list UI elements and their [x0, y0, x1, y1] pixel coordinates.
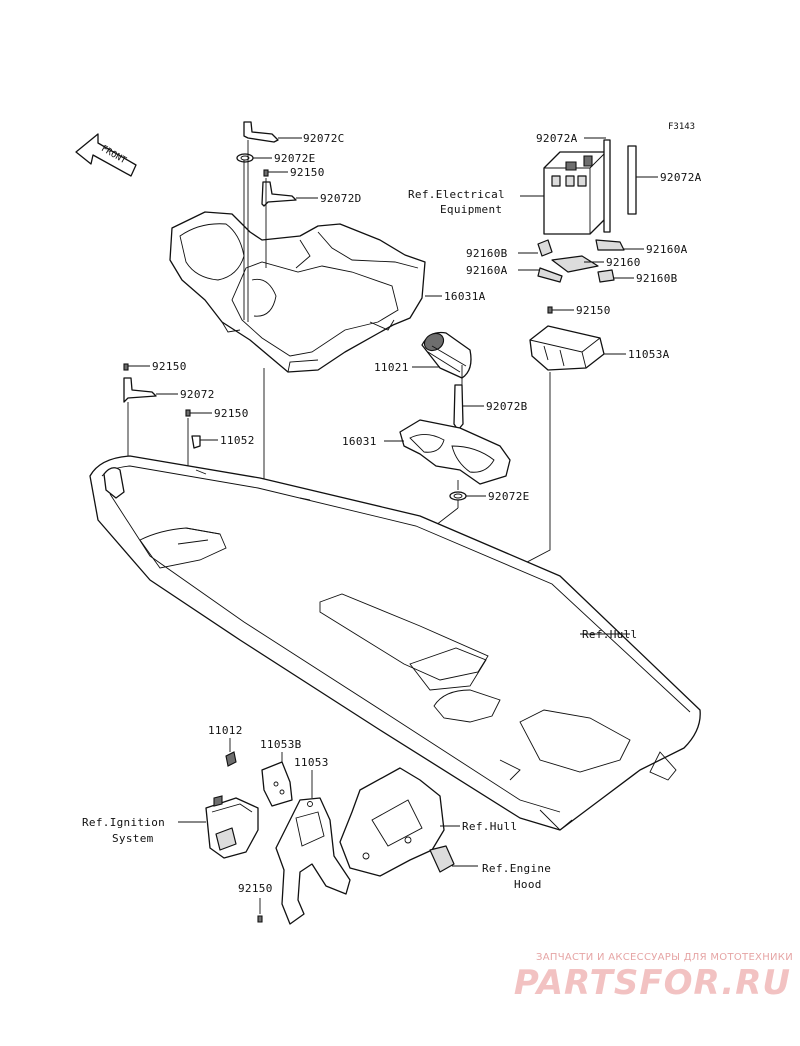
label-92072b: 92072B: [486, 400, 528, 413]
label-92072e-top: 92072E: [274, 152, 316, 165]
battery-strap-92072a-right: [627, 145, 658, 215]
bracket-92072d: [261, 181, 318, 207]
label-92150-a: 92150: [290, 166, 325, 179]
label-ref-electrical-line1: Ref.Electrical: [408, 188, 505, 201]
label-ref-ignition-line1: Ref.Ignition: [82, 816, 165, 829]
label-ref-electrical-line2: Equipment: [440, 203, 502, 216]
label-11053b: 11053B: [260, 738, 302, 751]
label-11012: 11012: [208, 724, 243, 737]
watermark-brand-logo: PARTSFOR.RU: [513, 963, 791, 1003]
figure-code: F3143: [668, 122, 695, 132]
label-92072d: 92072D: [320, 192, 362, 205]
label-11053: 11053: [294, 756, 329, 769]
bracket-11053: [275, 770, 351, 925]
bolt-11012: [225, 738, 237, 767]
bolt-92150-c: [185, 409, 212, 417]
label-92160a-right: 92160A: [646, 243, 688, 256]
label-ref-engine-line1: Ref.Engine: [482, 862, 551, 875]
washer-92072e-top: [236, 153, 272, 163]
label-92072a-right: 92072A: [660, 171, 702, 184]
strap-92072c: [243, 121, 302, 143]
label-ref-ignition-line2: System: [112, 832, 154, 845]
label-92160a-left: 92160A: [466, 264, 508, 277]
front-arrow-icon: FRONT: [75, 133, 137, 177]
hull-nose-detail: [103, 467, 125, 499]
label-92150-c: 92150: [214, 407, 249, 420]
bolt-92150-d: [547, 306, 574, 314]
pad-92160b-left: [518, 239, 553, 257]
label-92072c: 92072C: [303, 132, 345, 145]
battery-strap-92072a-left: [584, 137, 611, 233]
washer-92072e-bottom: [449, 491, 486, 501]
pad-92160a-left: [518, 267, 563, 283]
label-ref-hull-main: Ref.Hull: [582, 628, 637, 641]
label-16031a: 16031A: [444, 290, 486, 303]
pad-92160: [551, 255, 604, 273]
pad-92160b-right: [597, 269, 634, 283]
label-ref-engine-line2: Hood: [514, 878, 542, 891]
pad-92160a-right: [595, 239, 644, 251]
storage-tray-16031a: [169, 211, 426, 373]
label-92150-e: 92150: [238, 882, 273, 895]
label-92160b-left: 92160B: [466, 247, 508, 260]
battery-case-11053a: [529, 325, 626, 371]
label-ref-hull-small: Ref.Hull: [462, 820, 517, 833]
clip-11052: [191, 435, 218, 449]
watermark-tagline: ЗАПЧАСТИ И АКСЕССУАРЫ ДЛЯ МОТОТЕХНИКИ: [536, 952, 793, 963]
label-92160b-right: 92160B: [636, 272, 678, 285]
bolt-92150-b: [123, 363, 150, 371]
label-16031: 16031: [342, 435, 377, 448]
label-92072: 92072: [180, 388, 215, 401]
label-92160: 92160: [606, 256, 641, 269]
bracket-11053b: [261, 752, 293, 807]
bracket-92072: [123, 377, 178, 403]
strap-92072b: [453, 384, 484, 431]
ignition-box: [178, 797, 259, 859]
battery: [520, 151, 607, 235]
label-92150-b: 92150: [152, 360, 187, 373]
label-92150-d: 92150: [576, 304, 611, 317]
label-11053a: 11053A: [628, 348, 670, 361]
bolt-92150-e: [257, 898, 263, 923]
label-11052: 11052: [220, 434, 255, 447]
label-92072e-bottom: 92072E: [488, 490, 530, 503]
bolt-pair-ignition: [213, 795, 223, 807]
bolt-92150-a: [263, 169, 288, 177]
label-11021: 11021: [374, 361, 409, 374]
label-92072a-left: 92072A: [536, 132, 578, 145]
storage-tray-16031: [384, 419, 511, 485]
engine-hood-piece: [339, 767, 478, 877]
filter-11021: [412, 331, 472, 379]
